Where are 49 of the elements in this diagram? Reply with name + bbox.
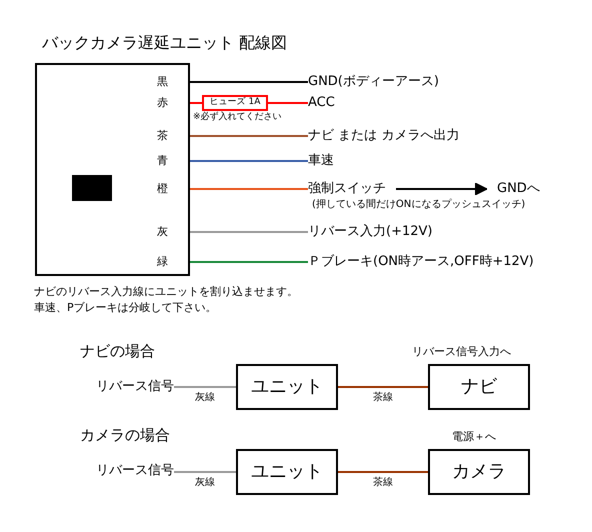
camera-box: カメラ — [428, 449, 530, 495]
signal-label: リバース信号 — [96, 380, 174, 394]
note-text: ナビのリバース入力線にユニットを割り込ませます。 — [34, 286, 298, 298]
wire — [190, 231, 308, 233]
edge-label: 茶線 — [373, 477, 393, 488]
wire — [174, 471, 236, 473]
wire — [174, 386, 236, 388]
edge-label: 灰線 — [195, 477, 215, 488]
signal-label: リバース信号 — [96, 464, 174, 478]
unit-box: ユニット — [236, 364, 338, 410]
unit-box: ユニット — [236, 449, 338, 495]
wire — [190, 81, 308, 83]
wire-destination-label: Ｐブレーキ(ON時アース,OFF時+12V) — [308, 254, 534, 270]
edge-label: 灰線 — [195, 392, 215, 403]
wire-color-label: 赤 — [157, 97, 168, 110]
wire — [190, 188, 308, 190]
wire-destination-label: ナビ または カメラへ出力 — [308, 128, 460, 144]
wire-destination-label: GNDへ — [497, 182, 540, 196]
unit-box — [35, 63, 190, 276]
section-heading: ナビの場合 — [80, 343, 155, 360]
wire-destination-label: リバース入力(+12V) — [308, 224, 432, 240]
note-text: (押している間だけONになるプッシュスイッチ) — [312, 199, 526, 210]
wire-destination-label: ACC — [308, 96, 335, 110]
wire — [190, 135, 308, 137]
wire-color-label: 青 — [157, 155, 168, 168]
edge-label: 茶線 — [373, 392, 393, 403]
section-heading: カメラの場合 — [80, 427, 170, 444]
fuse-box: ヒューズ 1A — [202, 95, 268, 111]
wire-destination-label: 車速 — [308, 154, 334, 168]
wire — [268, 102, 308, 104]
note-text: ※必ず入れてください — [193, 113, 282, 123]
note-text: リバース信号入力へ — [412, 346, 511, 358]
arrow — [396, 182, 488, 196]
wire — [190, 261, 308, 263]
wire — [190, 160, 308, 162]
wire-color-label: 橙 — [157, 183, 168, 196]
wire — [338, 386, 428, 388]
navigation-box: ナビ — [428, 364, 530, 410]
wire-color-label: 灰 — [157, 226, 168, 238]
wire — [190, 102, 202, 104]
wire-color-label: 黒 — [157, 76, 168, 88]
wire — [338, 471, 428, 473]
wire-destination-label: 強制スイッチ — [308, 182, 386, 196]
wire-destination-label: GND(ボディーアース) — [308, 74, 439, 90]
wire-color-label: 茶 — [157, 130, 168, 142]
note-text: 電源＋へ — [452, 431, 496, 444]
wire-color-label: 緑 — [157, 256, 168, 268]
note-text: 車速、Pブレーキは分岐して下さい。 — [34, 302, 217, 314]
diagram-title: バックカメラ遅延ユニット 配線図 — [42, 34, 288, 52]
